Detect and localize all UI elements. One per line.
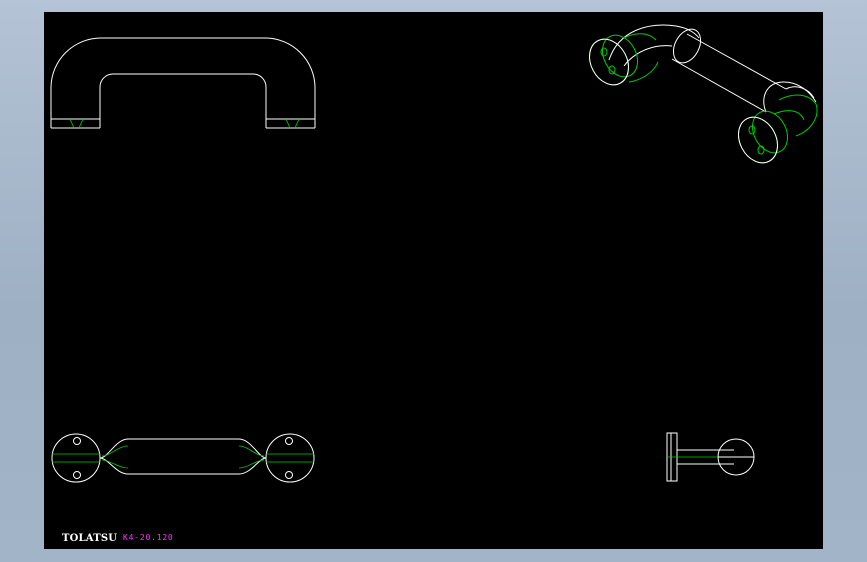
isometric-view[interactable] bbox=[582, 24, 818, 169]
front-view-inner-profile bbox=[99, 73, 267, 128]
top-view[interactable] bbox=[51, 433, 315, 483]
top-view-left-hole-2 bbox=[73, 471, 81, 479]
top-view-hidden-edges bbox=[52, 445, 314, 469]
top-view-right-base bbox=[265, 433, 315, 483]
top-view-left-base bbox=[51, 433, 101, 483]
isometric-bar bbox=[608, 24, 817, 113]
drawing-canvas bbox=[50, 24, 818, 483]
top-view-left-hole-1 bbox=[73, 437, 81, 445]
cad-viewport[interactable]: TOLATSU K4-20.120 bbox=[44, 12, 823, 549]
top-view-right-hole-2 bbox=[285, 471, 293, 479]
brand-logo-text: TOLATSU bbox=[62, 533, 118, 544]
isometric-left-base bbox=[589, 33, 659, 86]
top-view-bar-outline bbox=[99, 438, 267, 475]
part-code: K4-20.120 bbox=[123, 533, 174, 542]
front-view-outer-profile bbox=[50, 37, 316, 128]
top-view-right-hole-1 bbox=[285, 437, 293, 445]
side-view[interactable] bbox=[666, 432, 755, 482]
front-view[interactable] bbox=[50, 37, 316, 129]
front-view-hidden-edges bbox=[69, 118, 300, 129]
